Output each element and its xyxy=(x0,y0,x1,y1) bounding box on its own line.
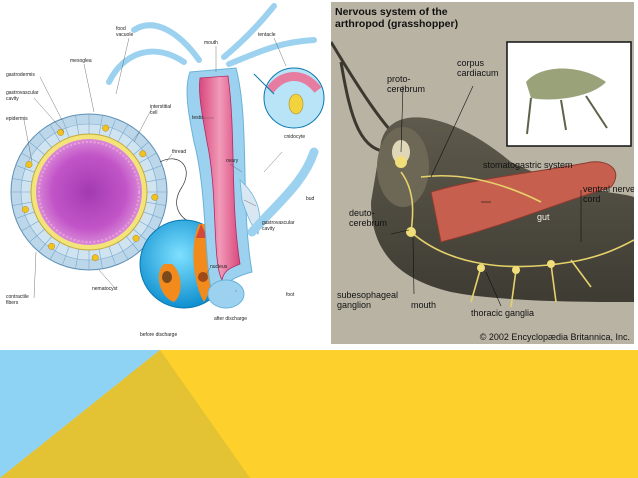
label-gastrodermis: gastrodermis xyxy=(6,72,35,78)
label-gastrovascular-cavity-right: gastrovascular cavity xyxy=(262,220,295,232)
label-cnidocyte: cnidocyte xyxy=(284,134,306,140)
label-foot: foot xyxy=(286,292,295,298)
label-bud: bud xyxy=(306,196,315,202)
hydra-diagram: food vacuole mesoglea gastrodermis gastr… xyxy=(4,2,330,344)
label-gut: gut xyxy=(537,212,550,222)
ganglia xyxy=(395,156,555,274)
label-gastrovascular-cavity-left: gastrovascular cavity xyxy=(6,90,39,102)
gold-triangle xyxy=(0,350,250,478)
label-before-discharge: before discharge xyxy=(140,332,178,338)
label-thread: thread xyxy=(172,149,187,155)
hydra-cross-section xyxy=(10,113,168,271)
label-corpus-cardiacum: corpus cardiacum xyxy=(457,58,499,78)
label-ventral-nerve-cord: ventral nerve cord xyxy=(583,184,634,204)
label-contractile-fibers: contractile fibers xyxy=(6,294,29,306)
label-interstitial-cell: interstitial cell xyxy=(150,104,172,116)
label-food-vacuole: food vacuole xyxy=(116,26,134,38)
label-after-discharge: after discharge xyxy=(214,316,248,322)
label-mouth-grasshopper: mouth xyxy=(411,300,437,310)
label-deutocerebrum: deuto- cerebrum xyxy=(349,208,388,228)
label-stomatogastric-system: stomatogastric system xyxy=(483,160,573,170)
bottom-decorative-band xyxy=(0,350,638,478)
label-mouth-hydra: mouth xyxy=(204,40,218,46)
gut xyxy=(430,161,617,243)
label-thoracic-ganglia: thoracic ganglia xyxy=(471,308,535,318)
grasshopper-title-line2: arthropod (grasshopper) xyxy=(335,18,459,30)
label-ovary: ovary xyxy=(226,158,239,164)
label-subesophageal-ganglion: subesophageal ganglion xyxy=(337,290,399,310)
grasshopper-diagram: Nervous system of the arthropod (grassho… xyxy=(331,2,634,344)
label-protocerebrum: proto- cerebrum xyxy=(387,74,426,94)
hydra-body xyxy=(106,3,319,309)
label-nematocyst: nematocyst xyxy=(92,286,118,292)
epidermis-cells xyxy=(11,114,167,270)
label-testis: testis xyxy=(192,115,204,121)
label-nucleus: nucleus xyxy=(210,264,228,270)
grasshopper-title: Nervous system of the arthropod (grassho… xyxy=(335,6,458,30)
label-epidermis: epidermis xyxy=(6,116,28,122)
grasshopper-illustration xyxy=(331,41,634,308)
hydra-illustration xyxy=(10,3,325,309)
label-tentacle: tentacle xyxy=(258,32,276,38)
label-mesoglea: mesoglea xyxy=(70,58,92,64)
grasshopper-title-line1: Nervous system of the xyxy=(335,6,448,18)
copyright-notice: © 2002 Encyclopædia Britannica, Inc. xyxy=(479,332,630,342)
